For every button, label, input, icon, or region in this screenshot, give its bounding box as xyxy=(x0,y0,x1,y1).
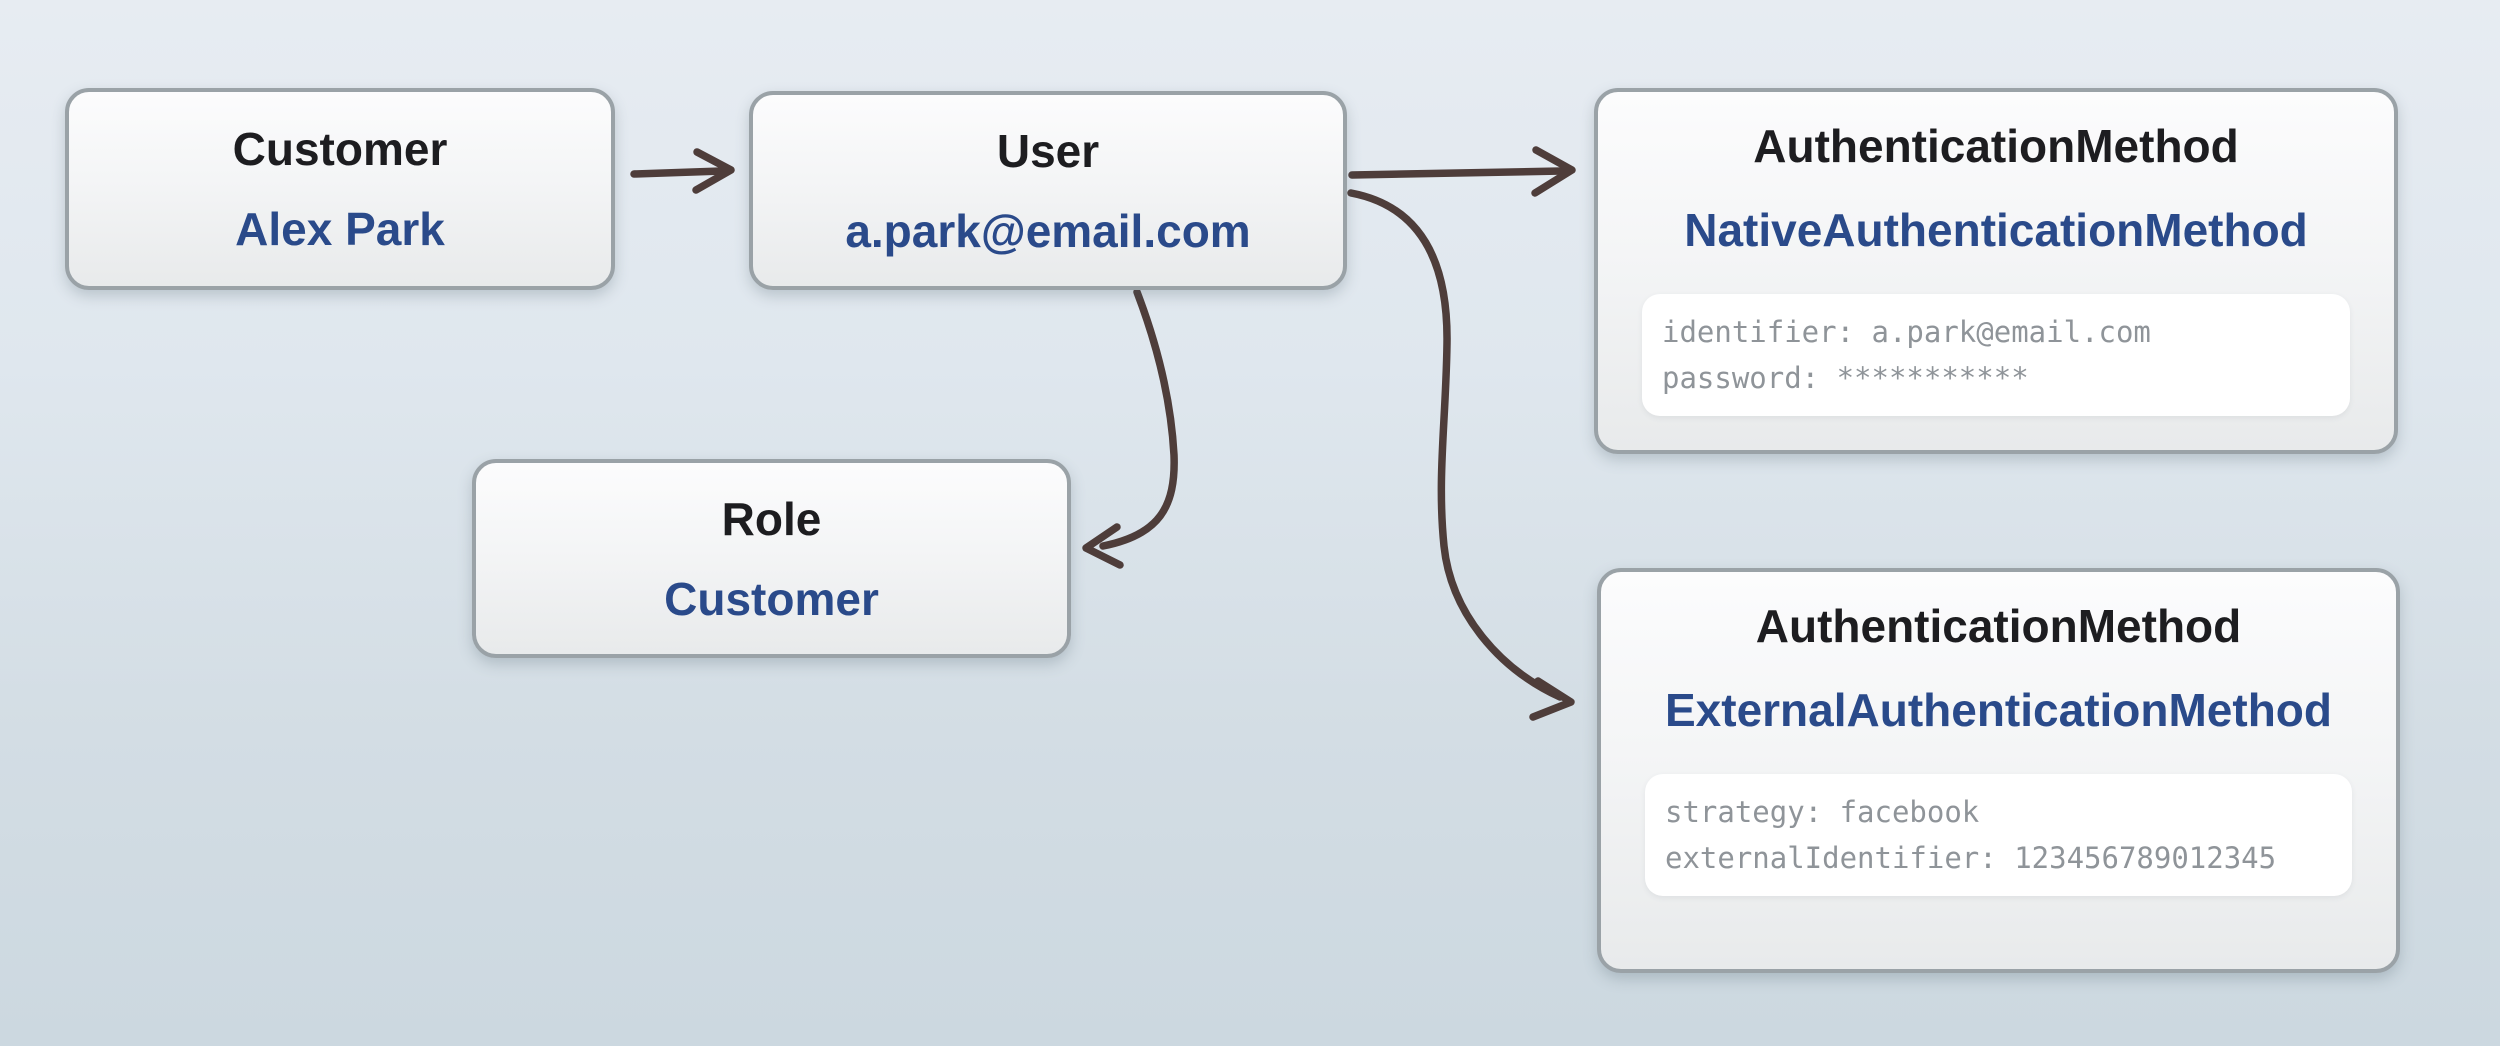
node-external-auth-value: ExternalAuthenticationMethod xyxy=(1664,684,2333,736)
node-customer-title: Customer xyxy=(232,123,448,175)
arrow-user-to-external-authentication xyxy=(1347,189,1575,721)
node-user-title: User xyxy=(996,124,1100,177)
node-user-value: a.park@email.com xyxy=(845,204,1251,257)
arrow-user-to-role xyxy=(1082,288,1178,569)
node-native-auth-value: NativeAuthenticationMethod xyxy=(1684,204,2308,256)
arrow-user-to-native-authentication xyxy=(1348,146,1576,197)
external-auth-attributes-card: strategy: facebook externalIdentifier: 1… xyxy=(1645,774,2352,896)
node-customer-value: Alex Park xyxy=(235,203,445,255)
attribute-identifier: identifier: a.park@email.com xyxy=(1662,315,2151,349)
native-auth-attributes-card: identifier: a.park@email.com password: *… xyxy=(1642,294,2350,416)
attribute-strategy: strategy: facebook xyxy=(1665,795,1980,829)
node-user: User a.park@email.com xyxy=(749,91,1347,290)
attribute-external-identifier: externalIdentifier: 123456789012345 xyxy=(1665,841,2277,875)
node-authentication-method-native: AuthenticationMethod NativeAuthenticatio… xyxy=(1594,88,2398,454)
node-authentication-method-external: AuthenticationMethod ExternalAuthenticat… xyxy=(1597,568,2400,973)
node-role-title: Role xyxy=(721,492,822,545)
node-role-value: Customer xyxy=(664,572,879,625)
node-role: Role Customer xyxy=(472,459,1071,658)
attribute-password: password: *********** xyxy=(1662,361,2029,395)
node-customer: Customer Alex Park xyxy=(65,88,615,290)
node-native-auth-title: AuthenticationMethod xyxy=(1753,120,2239,172)
node-external-auth-title: AuthenticationMethod xyxy=(1755,600,2242,652)
arrow-customer-to-user xyxy=(630,148,735,194)
